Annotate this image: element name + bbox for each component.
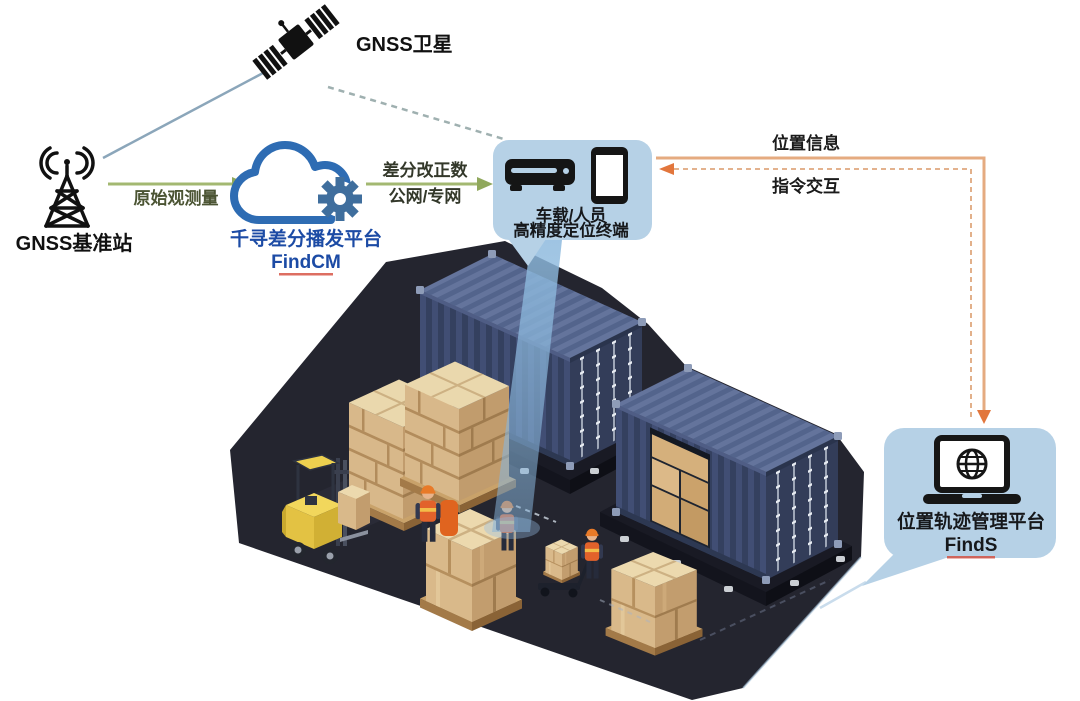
gear-icon [318,177,362,221]
base-station-icon [39,146,95,228]
orange-bin [440,500,458,536]
forklift [282,454,370,564]
box-on-jack [543,539,580,584]
satellite-to-terminal-link [327,85,508,142]
container-2 [612,364,842,584]
cloud-label-1: 千寻差分播发平台 [230,227,382,250]
corrections-arrow [366,177,493,191]
finds-label-2: FindS [945,535,998,556]
position-info-arrow [656,156,991,424]
command-interaction-label: 指令交互 [772,176,840,196]
position-info-label: 位置信息 [772,133,840,153]
satellite-to-base-link [102,71,264,160]
terminal-label-2: 高精度定位终端 [513,220,629,240]
pallet-right [605,551,703,656]
warehouse-scene [230,240,864,700]
terminal-node [493,140,652,266]
corrections-label-1: 差分改正数 [383,160,469,180]
satellite-icon [252,4,340,80]
laptop-globe-icon [923,435,1021,504]
cloud-platform-icon [230,141,362,224]
base-station-label: GNSS基准站 [16,231,133,255]
platform-node [862,428,1056,586]
receiver-icon [505,159,575,191]
finds-label-1: 位置轨迹管理平台 [897,511,1045,532]
smartphone-icon [591,147,628,204]
cloud-label-2: FindCM [271,252,341,273]
terminal-label-1: 车载/人员 [536,205,607,225]
positioning-beam [492,240,562,532]
command-interaction-arrow [659,163,972,418]
corrections-label-2: 公网/专网 [389,186,462,206]
raw-observation-label: 原始观测量 [134,188,219,208]
satellite-label: GNSS卫星 [356,33,453,56]
